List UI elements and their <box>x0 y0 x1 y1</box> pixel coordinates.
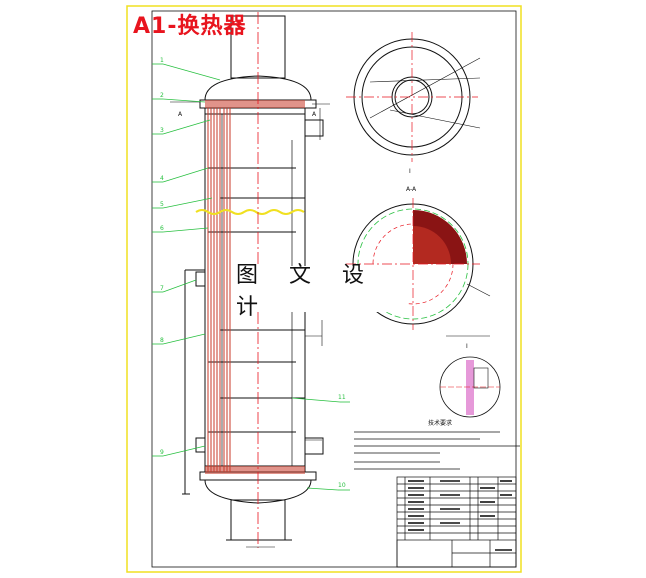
watermark-text: 图 文 设 计 <box>236 263 408 320</box>
part-leaders <box>152 63 350 491</box>
parts-list-entries <box>408 480 512 551</box>
top-view-centerlines <box>346 32 478 162</box>
part-label-8: 8 <box>160 337 164 344</box>
detail-view <box>439 356 501 418</box>
drawing-title: A1-换热器 <box>133 14 247 39</box>
section-mark-left: A <box>178 111 183 118</box>
dimension-lines <box>170 101 330 548</box>
parts-list-table <box>396 476 517 568</box>
tube-bundle <box>207 108 231 472</box>
section-mark-right: A <box>312 111 317 118</box>
part-label-1: 1 <box>160 57 164 64</box>
part-label-7: 7 <box>160 285 164 292</box>
bottom-tubesheet <box>205 466 305 474</box>
break-line <box>195 209 305 215</box>
section-marks: A A <box>178 111 317 118</box>
part-label-10: 10 <box>338 482 346 489</box>
inner-frame <box>151 10 517 568</box>
part-label-2: 2 <box>160 92 164 99</box>
top-tubesheet <box>205 100 305 108</box>
exchanger-side-view <box>182 15 324 541</box>
notes-heading: 技术要求 <box>428 419 452 427</box>
part-label-9: 9 <box>160 449 164 456</box>
detail-label: I <box>466 343 468 350</box>
part-label-3: 3 <box>160 127 164 134</box>
section-view <box>346 198 491 330</box>
drawing-frame <box>126 5 522 573</box>
part-label-11: 11 <box>338 394 346 401</box>
technical-notes <box>354 431 520 470</box>
top-view-label: I <box>409 168 411 175</box>
part-label-6: 6 <box>160 225 164 232</box>
part-numbers: 1 2 3 4 5 6 7 8 9 10 11 <box>160 57 346 489</box>
part-label-5: 5 <box>160 201 164 208</box>
section-aa-label: A-A <box>406 186 417 193</box>
part-label-4: 4 <box>160 175 164 182</box>
